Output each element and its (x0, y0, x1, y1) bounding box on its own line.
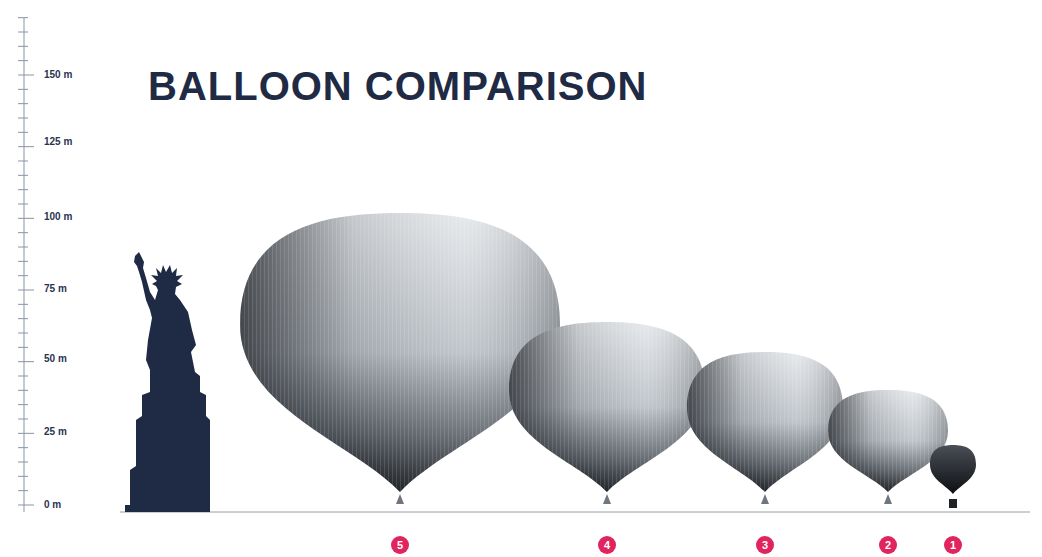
scale-tick (18, 433, 34, 434)
scale-label: 25 m (44, 426, 67, 438)
callout-text: 5 (397, 539, 403, 551)
scale-tick (18, 189, 28, 190)
balloon-envelope (509, 322, 705, 492)
callout-text: 2 (885, 539, 891, 551)
title: BALLOON COMPARISON (148, 64, 647, 109)
balloon (687, 352, 843, 504)
scale-tick (18, 419, 28, 420)
scale-tick (18, 476, 28, 477)
scale-label: 50 m (44, 353, 67, 365)
scale-tick (18, 204, 28, 205)
balloon (240, 213, 560, 504)
ground-line (120, 512, 1030, 513)
gondola (603, 494, 611, 504)
scale-tick (18, 404, 28, 405)
scale-tick (18, 505, 34, 506)
scale-label: 150 m (44, 69, 72, 81)
balloon-gores (687, 352, 843, 492)
scale-tick (18, 103, 28, 104)
balloon-envelope (828, 390, 948, 492)
balloon-gores (240, 213, 560, 492)
scale-tick (18, 89, 28, 90)
scale-tick (18, 146, 34, 147)
scale-label: 100 m (44, 211, 72, 223)
gondola (949, 499, 957, 508)
scale-tick (18, 390, 28, 391)
scale-tick (18, 462, 28, 463)
height-scale (18, 18, 34, 512)
callout-number: 4 (598, 536, 616, 554)
scale-tick (18, 290, 34, 291)
scale-label: 125 m (44, 136, 72, 148)
balloon-envelope (930, 445, 976, 494)
scale-tick (18, 361, 34, 362)
scale-tick (18, 175, 28, 176)
scale-tick (18, 60, 28, 61)
scale-axis (24, 18, 25, 512)
callout-text: 3 (762, 539, 768, 551)
scale-tick (18, 275, 28, 276)
scale-tick (18, 304, 28, 305)
scale-label: 75 m (44, 283, 67, 295)
scale-label: 0 m (44, 499, 61, 511)
callout-number: 2 (879, 536, 897, 554)
balloon-envelope (240, 213, 560, 492)
balloons (240, 213, 976, 508)
scale-tick (18, 447, 28, 448)
gondola (761, 494, 769, 504)
balloon-shading (509, 322, 705, 492)
balloon-shading (828, 390, 948, 492)
scale-tick (18, 376, 28, 377)
scale-tick (18, 490, 28, 491)
balloon-gores (509, 322, 705, 492)
balloon-gores (828, 390, 948, 492)
callout-number: 5 (391, 536, 409, 554)
scale-tick (18, 75, 34, 76)
gondola (884, 494, 892, 504)
callout-number: 1 (944, 536, 962, 554)
scale-tick (18, 17, 28, 18)
scale-tick (18, 333, 28, 334)
scale-tick (18, 161, 28, 162)
callout-number: 3 (756, 536, 774, 554)
scale-tick (18, 247, 28, 248)
balloon (828, 390, 948, 504)
scale-tick (18, 318, 28, 319)
balloon-shading (687, 352, 843, 492)
balloon-shading (240, 213, 560, 492)
scale-tick (18, 232, 28, 233)
scale-tick (18, 347, 28, 348)
gondola (396, 494, 404, 504)
balloon (509, 322, 705, 504)
scale-tick (18, 32, 28, 33)
scale-tick (18, 46, 28, 47)
scale-tick (18, 132, 28, 133)
callout-text: 4 (604, 539, 610, 551)
statue-of-liberty (125, 252, 210, 512)
scale-tick (18, 261, 28, 262)
scale-tick (18, 118, 28, 119)
scale-tick (18, 218, 34, 219)
balloon (930, 445, 976, 508)
callout-text: 1 (950, 539, 956, 551)
balloon-envelope (687, 352, 843, 492)
